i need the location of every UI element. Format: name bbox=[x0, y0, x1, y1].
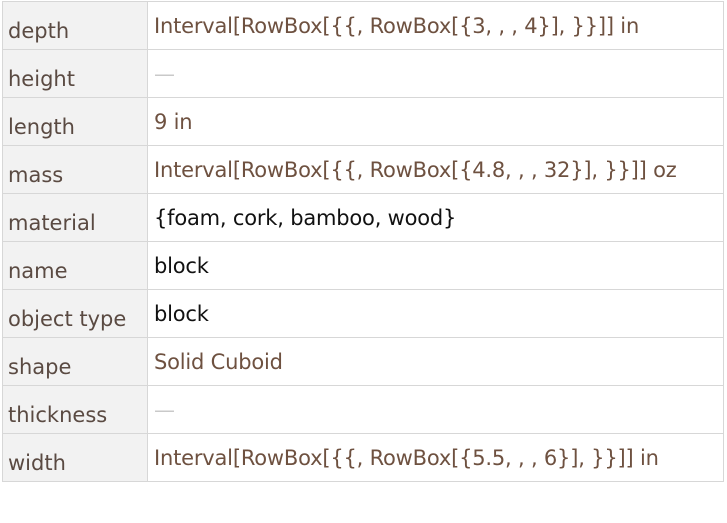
property-name-height: height bbox=[2, 49, 148, 98]
table-row: depth Interval[RowBox[{{, RowBox[{3, , ,… bbox=[2, 1, 724, 50]
missing-value-dash: — bbox=[154, 61, 175, 86]
value-text: Interval[RowBox[{{, RowBox[{5.5, , , 6}]… bbox=[154, 445, 659, 470]
property-value-shape: Solid Cuboid bbox=[147, 337, 724, 386]
property-value-width: Interval[RowBox[{{, RowBox[{5.5, , , 6}]… bbox=[147, 433, 724, 482]
value-text: Interval[RowBox[{{, RowBox[{3, , , 4}], … bbox=[154, 13, 640, 38]
table-row: shape Solid Cuboid bbox=[2, 337, 724, 386]
property-name-depth: depth bbox=[2, 1, 148, 50]
properties-table: depth Interval[RowBox[{{, RowBox[{3, , ,… bbox=[2, 1, 724, 482]
property-name-name: name bbox=[2, 241, 148, 290]
table-row: material {foam, cork, bamboo, wood} bbox=[2, 193, 724, 242]
property-value-object-type: block bbox=[147, 289, 724, 338]
property-value-name: block bbox=[147, 241, 724, 290]
missing-value-dash: — bbox=[154, 397, 175, 422]
property-value-mass: Interval[RowBox[{{, RowBox[{4.8, , , 32}… bbox=[147, 145, 724, 194]
property-name-width: width bbox=[2, 433, 148, 482]
property-value-depth: Interval[RowBox[{{, RowBox[{3, , , 4}], … bbox=[147, 1, 724, 50]
property-name-mass: mass bbox=[2, 145, 148, 194]
value-text: Interval[RowBox[{{, RowBox[{4.8, , , 32}… bbox=[154, 157, 677, 182]
value-text: {foam, cork, bamboo, wood} bbox=[154, 205, 457, 230]
table-row: length 9 in bbox=[2, 97, 724, 146]
property-value-thickness: — bbox=[147, 385, 724, 434]
property-name-shape: shape bbox=[2, 337, 148, 386]
table-row: object type block bbox=[2, 289, 724, 338]
property-value-length: 9 in bbox=[147, 97, 724, 146]
value-text: block bbox=[154, 301, 209, 326]
property-name-length: length bbox=[2, 97, 148, 146]
property-name-material: material bbox=[2, 193, 148, 242]
property-name-object-type: object type bbox=[2, 289, 148, 338]
table-row: name block bbox=[2, 241, 724, 290]
value-text: 9 in bbox=[154, 109, 193, 134]
property-value-height: — bbox=[147, 49, 724, 98]
property-name-thickness: thickness bbox=[2, 385, 148, 434]
property-value-material: {foam, cork, bamboo, wood} bbox=[147, 193, 724, 242]
table-row: width Interval[RowBox[{{, RowBox[{5.5, ,… bbox=[2, 433, 724, 482]
table-row: height — bbox=[2, 49, 724, 98]
table-row: thickness — bbox=[2, 385, 724, 434]
value-text: Solid Cuboid bbox=[154, 349, 283, 374]
value-text: block bbox=[154, 253, 209, 278]
table-row: mass Interval[RowBox[{{, RowBox[{4.8, , … bbox=[2, 145, 724, 194]
